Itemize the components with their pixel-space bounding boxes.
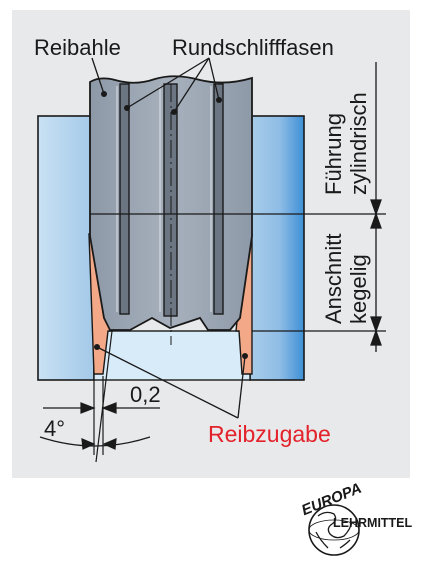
europa-lehrmittel-logo: EUROPA LEHRMITTEL [299,480,413,556]
flute-highlights [116,86,212,312]
label-lead-line1: Anschnitt [321,234,346,325]
label-lead-line2: kegelig [346,254,371,324]
label-round-chamfers: Rundschlifffasen [172,35,334,60]
label-guide-line1: Führung [321,113,346,195]
bore-bottom [93,330,251,381]
label-dimension: 0,2 [130,382,161,407]
workpiece-right [249,115,305,381]
label-reamer: Reibahle [34,35,121,60]
offset-dimension [39,330,160,463]
label-guide-line2: zylindrisch [346,92,371,195]
vertical-dimension [370,62,382,352]
label-allowance: Reibzugabe [208,421,331,447]
leader-dots [94,91,248,359]
label-angle: 4° [44,416,65,441]
globe-continents [315,511,353,549]
leader-lines [91,57,246,419]
workpiece-left [37,115,95,381]
logo-bottom-text: LEHRMITTEL [333,516,413,530]
